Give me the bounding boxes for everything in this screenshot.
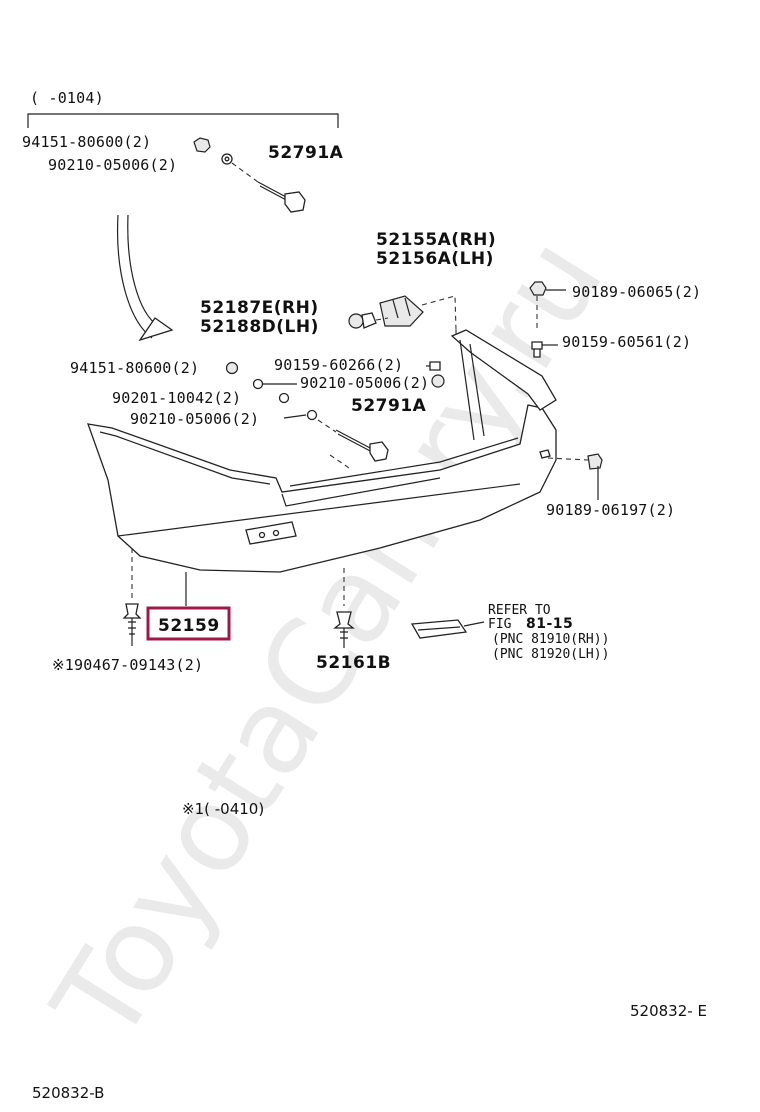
screw-icon-mid <box>429 361 441 371</box>
diagram-code-right: 520832- E <box>630 1002 707 1020</box>
side-clip-icon <box>587 453 603 470</box>
grommet-icon <box>431 374 445 388</box>
retainer-bracket <box>379 295 457 331</box>
push-clip-left <box>122 603 142 646</box>
label-52187E: 52187E(RH) <box>200 298 319 318</box>
label-94151-top: 94151-80600(2) <box>22 133 151 151</box>
nut-icon <box>193 137 211 153</box>
push-clip-right <box>333 611 355 648</box>
bracket-icon <box>379 295 424 327</box>
label-90210-top: 90210-05006(2) <box>48 156 177 174</box>
label-52791A-mid: 52791A <box>351 396 427 416</box>
label-52156A: 52156A(LH) <box>376 249 494 269</box>
washer-icon-mid <box>252 378 264 390</box>
refer-pnc-lh: (PNC 81920(LH)) <box>492 647 609 662</box>
middle-fasteners: 94151-80600(2) 90159-60266(2) 90210-0500… <box>70 356 445 471</box>
label-90201: 90201-10042(2) <box>112 389 241 407</box>
clip-icon <box>348 313 364 329</box>
refer-line1: REFER TO <box>488 603 551 618</box>
footnote: ※1( -0410) <box>182 800 264 818</box>
label-52155A: 52155A(RH) <box>376 230 496 250</box>
label-52159[interactable]: 52159 <box>158 616 220 636</box>
arrow-head-icon <box>138 317 174 342</box>
highlight-box <box>146 606 231 641</box>
label-52188D: 52188D(LH) <box>200 317 319 337</box>
label-90210-low: 90210-05006(2) <box>130 410 259 428</box>
nut-icon-mid <box>225 361 239 375</box>
diagram-code-left: 520832-B <box>32 1084 104 1102</box>
washer-hole-icon <box>224 156 230 162</box>
bumper-side-arm <box>450 329 557 411</box>
label-90189-06197: 90189-06197(2) <box>546 501 675 519</box>
label-52791A-top: 52791A <box>268 143 344 163</box>
stud-shaft <box>257 181 289 199</box>
washer-icon-low2 <box>306 409 318 421</box>
reflector-recess <box>245 521 297 545</box>
refer-pnc-rh: (PNC 81910(RH)) <box>492 632 609 647</box>
bracket-line <box>27 113 339 128</box>
screw-icon-right <box>531 341 543 358</box>
right-fasteners: 90189-06065(2) 90159-60561(2) <box>529 281 701 358</box>
nut-icon-right <box>529 281 547 296</box>
label-90189-06065: 90189-06065(2) <box>572 283 701 301</box>
label-52161B: 52161B <box>316 653 391 673</box>
label-90159-60561: 90159-60561(2) <box>562 333 691 351</box>
bracket-note: ( -0104) <box>30 89 104 107</box>
side-clip <box>348 312 389 329</box>
leader-dash <box>231 162 259 183</box>
stud-bolt-icon-mid <box>369 441 389 462</box>
refer-fig: FIG <box>488 617 512 632</box>
label-90210-mid: 90210-05006(2) <box>300 374 429 392</box>
label-190467: ※190467-09143(2) <box>52 656 203 674</box>
top-bracket-group: ( -0104) 94151-80600(2) 90210-05006(2) 5… <box>22 89 344 213</box>
refer-fig-number: 81-15 <box>526 616 573 632</box>
reflector-part <box>410 619 485 639</box>
push-clip-icon <box>122 603 142 619</box>
label-94151-mid: 94151-80600(2) <box>70 359 199 377</box>
curved-arrow <box>116 214 174 342</box>
bumper-body <box>87 404 557 573</box>
rear-bumper-cover: 90189-06197(2) <box>87 329 675 573</box>
stud-bolt-icon <box>284 191 306 213</box>
label-90159-60266: 90159-60266(2) <box>274 356 403 374</box>
push-clip-icon-2 <box>333 611 355 629</box>
washer-icon-low <box>278 392 290 404</box>
